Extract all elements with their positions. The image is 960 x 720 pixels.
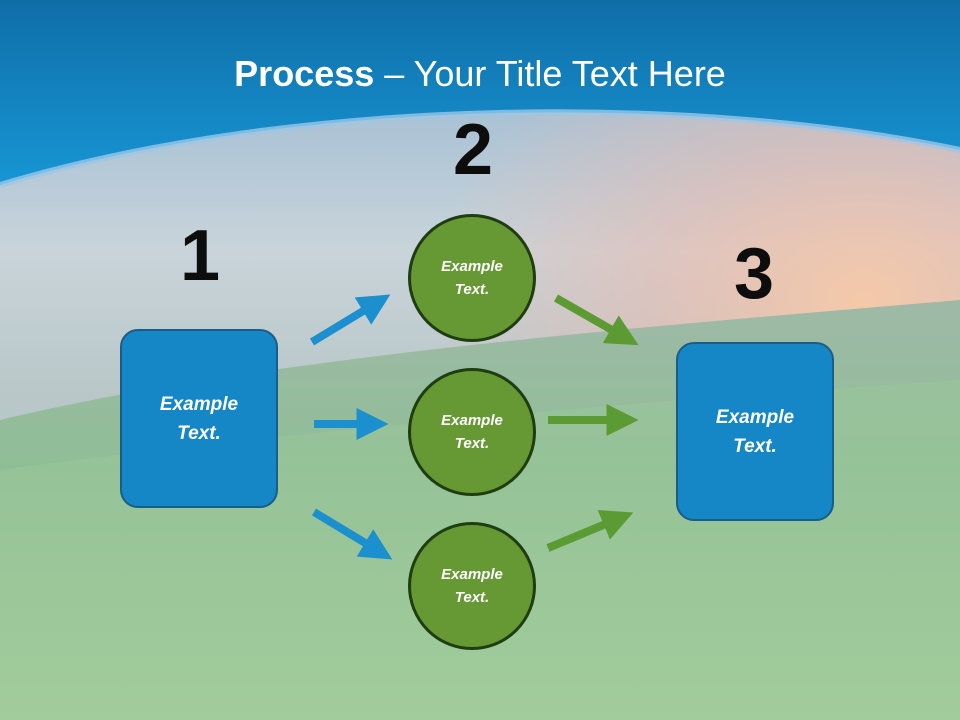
arrow-left-to-bottom <box>311 508 393 560</box>
arrow-bottom-to-right <box>546 510 634 552</box>
left-box: Example Text. <box>120 329 278 508</box>
circle-bottom: Example Text. <box>408 522 536 650</box>
circle-bottom-label: Example Text. <box>441 566 503 606</box>
right-box-label: Example Text. <box>715 406 795 457</box>
left-box-label: Example Text. <box>159 393 239 444</box>
arrow-top-to-right <box>554 294 639 346</box>
circle-top: Example Text. <box>408 214 536 342</box>
slide-title: Process – Your Title Text Here <box>0 52 960 96</box>
step-number-3: 3 <box>733 234 775 314</box>
arrow-left-to-top <box>309 294 391 346</box>
title-rest: – Your Title Text Here <box>374 53 726 94</box>
step-number-2: 2 <box>452 110 494 190</box>
right-box: Example Text. <box>676 342 834 521</box>
circle-top-label: Example Text. <box>441 258 503 298</box>
step-number-1: 1 <box>179 216 221 296</box>
circle-middle-label: Example Text. <box>441 412 503 452</box>
circle-middle: Example Text. <box>408 368 536 496</box>
title-bold: Process <box>234 53 375 94</box>
